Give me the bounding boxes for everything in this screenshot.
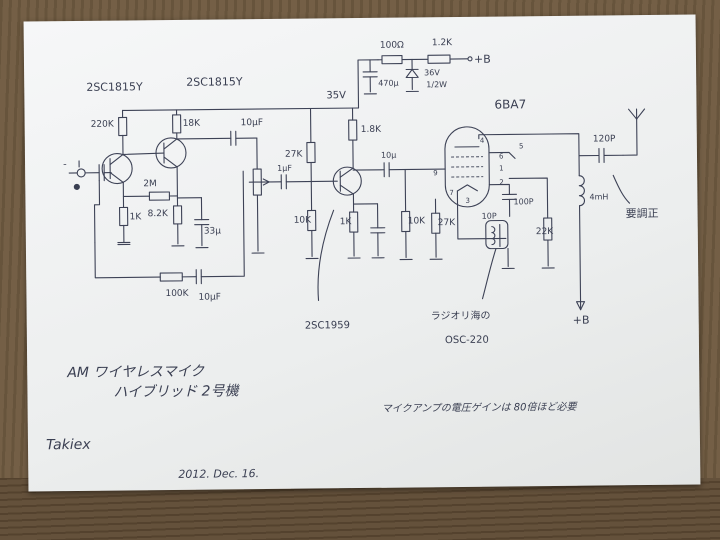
c-10p-label: 10P [482,212,497,221]
plus-b-top-label: +B [474,53,491,66]
mic-input-jack: - ● [63,159,100,191]
transistor-q1 [101,152,133,185]
ground-symbols [117,90,555,270]
gain-note: マイクアンプの電圧ゲインは 80倍ほど必要 [382,401,579,415]
c-100p-label: 100P [513,197,533,206]
r-22k-label: 22K [536,227,555,237]
date-label: 2012. Dec. 16. [178,467,259,481]
q2-type-label: 2SC1815Y [186,75,243,89]
r-1k8-label: 1.8K [361,125,382,135]
tube-pin-2: 2 [499,178,504,186]
tube-pin-6: 6 [499,152,504,160]
zener-voltage-label: 36V [424,68,440,77]
tube-pin-9: 9 [433,169,438,177]
r-220k-label: 220K [91,120,115,130]
buffer-section: 1μF 27K 10K 1.8K 1K [260,107,457,332]
osc-coil [485,219,509,250]
r-1k-label: 1K [130,212,143,222]
volume-potentiometer [248,168,270,252]
r-100-label: 100Ω [380,41,404,51]
title-line-2: ハイブリッド 2号機 [113,383,240,400]
l-4mh-label: 4mH [589,192,608,201]
q1-type-label: 2SC1815Y [86,80,143,94]
r-100k-label: 100K [165,289,189,299]
c-10uf-fb-label: 10μF [198,292,220,302]
svg-text:●: ● [73,182,80,191]
voltage-35v-label: 35V [326,90,346,101]
c-33u-label: 33μ [204,226,222,236]
tube-pin-7: 7 [449,189,454,197]
r-8k2-label: 8.2K [148,209,169,219]
antenna-symbol [622,108,646,156]
r-27k-label: 27K [285,150,304,160]
oscillator-section: 6BA7 4 6 1 2 9 3 7 5 120P [431,97,659,346]
r-27k-g-label: 27K [438,218,457,228]
rf-choke-4mh [576,157,586,311]
adjust-label: 要調正 [626,206,659,220]
r-2m-label: 2M [143,179,157,189]
r-10k-b-label: 10K [408,216,427,226]
plus-b-bottom-label: +B [573,314,590,327]
cap-470u-label: 470μ [378,79,398,88]
author-signature: Takiex [46,437,91,453]
tube-type-label: 6BA7 [494,97,526,111]
svg-text:-: - [63,159,67,170]
coil-source-label: ラジオリ海の [431,309,491,323]
mic-amp-section: - ● 2SC1815Y 2SC1815Y 220K [63,75,360,303]
c-10u-label: 10μ [381,151,396,160]
zener-watt-label: 1/2W [426,80,447,89]
tube-pin-4: 4 [480,137,485,145]
tube-pin-3: 3 [465,197,470,205]
supply-section: 35V 100Ω 1.2K +B 470μ 36V 1/2W [326,38,491,109]
r-1k-emitter-label: 1K [340,217,353,227]
tube-pin-5: 5 [519,142,524,150]
r-18k-label: 18K [183,119,202,129]
coil-model-label: OSC-220 [445,335,489,346]
transistor-q3 [332,166,362,196]
title-line-1: AM ワイヤレスマイク [66,364,205,381]
tube-pin-1: 1 [499,164,504,172]
c-120p-label: 120P [593,134,616,144]
r-1k2-label: 1.2K [432,38,453,48]
r-10k-label: 10K [294,215,313,225]
q3-type-label: 2SC1959 [305,320,350,331]
c-10uf-label: 10μF [241,118,263,128]
c-1uf-label: 1μF [277,164,292,173]
